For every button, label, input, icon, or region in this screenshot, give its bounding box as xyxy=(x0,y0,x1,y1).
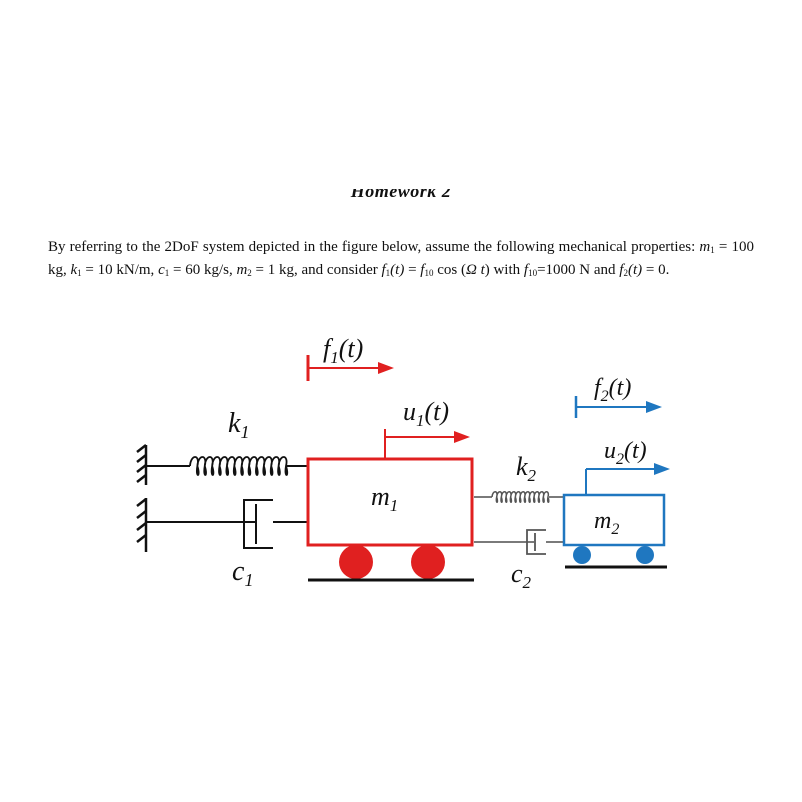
tail-text: = 0. xyxy=(645,262,670,278)
damper-c1-cylinder xyxy=(243,499,273,549)
wall-top xyxy=(136,444,148,485)
f1-symbol: f xyxy=(381,262,386,278)
f10-symbol-2: f xyxy=(523,262,529,278)
m2-label: m2 xyxy=(594,508,619,538)
k1-value: = 10 kN/m, xyxy=(85,262,155,278)
wall-bottom xyxy=(136,498,148,552)
f1-arrowhead xyxy=(378,362,394,374)
m2-subscript: 2 xyxy=(247,268,252,278)
f10-value: =1000 N and xyxy=(537,262,616,278)
cos-text: cos ( xyxy=(437,262,466,278)
spring-k1 xyxy=(189,456,289,476)
equals-sign: = xyxy=(408,262,417,278)
intro-text: By referring to the 2DoF system depicted… xyxy=(48,239,696,255)
u2-arrowhead xyxy=(654,463,670,475)
c1-label: c1 xyxy=(232,556,253,590)
c1-symbol: c xyxy=(158,262,165,278)
mass-m1 xyxy=(306,457,474,547)
mass-m2 xyxy=(562,493,666,547)
m2-symbol: m xyxy=(236,262,248,278)
f2-subscript: 2 xyxy=(623,268,628,278)
f2-symbol: f xyxy=(619,262,624,278)
f2-arrowhead xyxy=(646,401,662,413)
f10-symbol: f xyxy=(420,262,425,278)
c2-label: c2 xyxy=(511,559,532,592)
f10-subscript: 10 xyxy=(424,268,434,278)
wheel-m1-right xyxy=(411,545,445,579)
c1-subscript: 1 xyxy=(164,268,170,278)
u2-label: u2(t) xyxy=(604,438,647,468)
m2-value: = 1 kg, and consider xyxy=(255,262,378,278)
wheel-m1-left xyxy=(339,545,373,579)
u1-label: u1(t) xyxy=(403,397,449,430)
document-title: Homework 2 xyxy=(350,189,452,201)
m1-symbol: m xyxy=(699,239,711,255)
f2-argument: (t) xyxy=(627,262,643,278)
document-title-container: Homework 2 xyxy=(0,189,802,211)
problem-statement: By referring to the 2DoF system depicted… xyxy=(48,236,754,282)
spring-k2 xyxy=(491,491,550,503)
wheel-m2-left xyxy=(573,546,591,564)
m1-label: m1 xyxy=(371,482,398,515)
k1-symbol: k xyxy=(70,262,78,278)
m1-value: = 100 kg, xyxy=(48,239,755,278)
m1-subscript: 1 xyxy=(710,245,715,255)
f10-subscript-2: 10 xyxy=(528,268,538,278)
f1-subscript: 1 xyxy=(385,268,391,278)
f2-label: f2(t) xyxy=(594,375,631,405)
f1-label: f1(t) xyxy=(323,334,363,367)
k1-label: k1 xyxy=(228,408,249,442)
f1-argument: (t) xyxy=(390,262,405,278)
wheel-m2-right xyxy=(636,546,654,564)
omega-t: Ω t xyxy=(465,262,485,278)
cos-close: ) with xyxy=(484,262,521,278)
damper-c2-cylinder xyxy=(526,529,546,555)
k2-label: k2 xyxy=(516,452,537,485)
u1-arrowhead xyxy=(454,431,470,443)
c1-value: = 60 kg/s, xyxy=(172,262,233,278)
k1-subscript: 1 xyxy=(77,268,82,278)
